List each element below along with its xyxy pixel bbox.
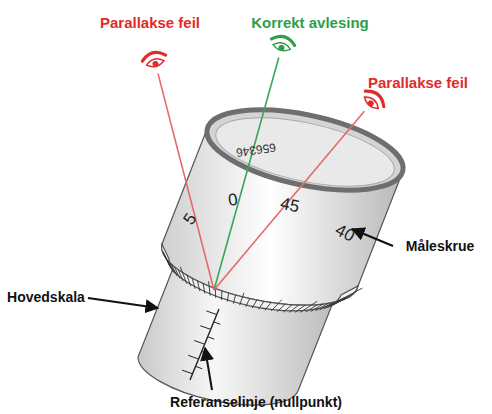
thimble-bevel (162, 244, 358, 311)
part-label: Referanselinje (nullpunkt) (170, 395, 342, 409)
eye-symbol (269, 34, 296, 54)
leader-arrow (88, 298, 158, 308)
bevel-tick (233, 295, 235, 304)
bevel-tick (320, 302, 334, 310)
eye-outline (272, 41, 291, 53)
eye-symbol (360, 87, 388, 114)
bevel-tick (180, 267, 186, 284)
eye-iris (278, 44, 285, 51)
bevel-tick (306, 305, 318, 312)
sleeve-tick (208, 337, 215, 339)
scale-number: 45 (279, 195, 301, 216)
eye-symbol (141, 50, 168, 70)
bevel-tick (227, 293, 228, 302)
parallax-error-label: Parallakse feil (100, 15, 200, 30)
sight-line (158, 74, 214, 290)
serial-number: 656346 (235, 141, 276, 158)
bevel-tick (240, 293, 244, 306)
sleeve-ticks (182, 311, 220, 374)
eye-iris (152, 60, 159, 67)
sight-line (214, 58, 279, 290)
reference-line (190, 309, 219, 380)
sleeve-tick (206, 311, 216, 315)
bevel-tick (252, 300, 257, 308)
sleeve-tick (200, 326, 210, 330)
part-label: Måleskrue (406, 239, 474, 253)
bevel-tick (221, 291, 222, 300)
bevel-tick (168, 261, 174, 274)
bevel-tick (271, 300, 282, 311)
bevel-tick (197, 281, 199, 291)
leader-arrow (352, 229, 393, 246)
scale-number: 5 (180, 210, 199, 228)
thimble-top-rim (200, 95, 410, 205)
scale-number: 40 (333, 221, 358, 245)
correct-reading-label: Korrekt avlesing (251, 15, 369, 30)
sleeve-tick (194, 341, 204, 345)
thimble-top-face (210, 105, 400, 200)
bevel-tick (295, 305, 305, 312)
sleeve-tick (214, 322, 221, 324)
bevel-tick (324, 297, 346, 309)
bevel-tick (187, 275, 191, 286)
bevel-tick (258, 301, 264, 309)
scale-number: 0 (227, 191, 239, 209)
bevel-tick (209, 281, 211, 295)
bevel-tick (192, 278, 195, 289)
eye-outline (146, 57, 165, 69)
bevel-tick (178, 270, 183, 282)
sight-line (214, 111, 364, 290)
eye-outline (362, 94, 381, 111)
bevel-tick (277, 304, 285, 311)
sleeve-tick (188, 355, 198, 359)
parallax-error-label: Parallakse feil (368, 75, 468, 90)
bevel-tick (265, 303, 271, 311)
eye-iris (366, 99, 374, 107)
bevel-tick (246, 299, 250, 307)
bevel-tick (163, 251, 172, 270)
bevel-ticks (163, 251, 362, 312)
bevel-tick (163, 252, 170, 266)
sleeve-tick (196, 366, 203, 368)
bevel-tick (203, 284, 205, 294)
leader-arrow (205, 348, 212, 390)
bevel-tick (283, 305, 292, 312)
eyes (141, 34, 387, 114)
sight-lines (158, 58, 364, 290)
sleeve-tick (182, 370, 192, 374)
bevel-tick (327, 300, 342, 308)
part-label: Hovedskala (7, 290, 85, 304)
